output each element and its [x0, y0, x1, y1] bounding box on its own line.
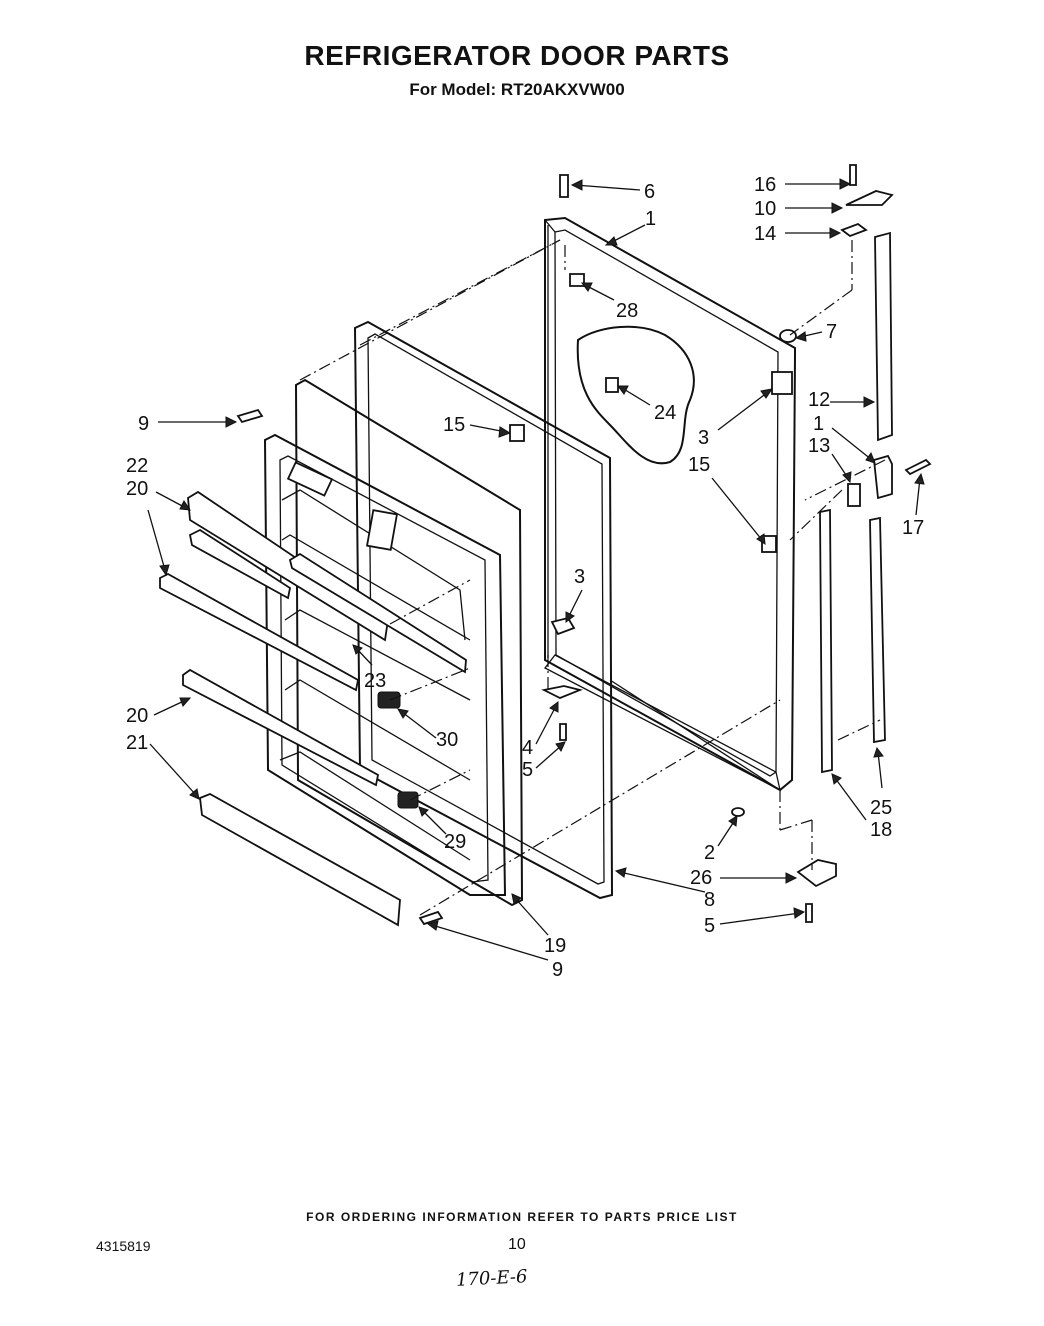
callout-label: 2	[704, 842, 715, 864]
callout-label: 26	[690, 867, 712, 889]
callout-leaders	[147, 178, 925, 961]
callout-label: 15	[688, 454, 710, 476]
callout-label: 20	[126, 705, 148, 727]
shelf-stop-30	[377, 691, 401, 709]
callout-label: 5	[704, 915, 715, 937]
callout-label: 6	[644, 181, 655, 203]
callout-label: 29	[444, 831, 466, 853]
alignment-lines	[299, 239, 886, 916]
callout-label: 12	[808, 389, 830, 411]
door-frame	[544, 216, 796, 792]
callout-label: 5	[522, 759, 533, 781]
shelf-stop-29	[397, 791, 419, 809]
callout-label: 21	[126, 732, 148, 754]
callout-label: 4	[522, 737, 533, 759]
callout-label: 18	[870, 819, 892, 841]
callout-label: 25	[870, 797, 892, 819]
callout-label: 8	[704, 889, 715, 911]
callout-label: 23	[364, 670, 386, 692]
insulation-panel	[576, 325, 695, 465]
callout-label: 16	[754, 174, 776, 196]
page-number: 10	[508, 1236, 526, 1253]
callout-label: 14	[754, 223, 776, 245]
callout-label: 22	[126, 455, 148, 477]
page-title: REFRIGERATOR DOOR PARTS	[304, 40, 730, 71]
callout-label: 3	[698, 427, 709, 449]
callout-label: 9	[138, 413, 149, 435]
callout-label: 1	[645, 208, 656, 230]
callout-label: 9	[552, 959, 563, 981]
callout-label: 19	[544, 935, 566, 957]
door-shelf-rails	[159, 490, 467, 927]
model-subtitle: For Model: RT20AKXVW00	[409, 80, 625, 99]
callout-label: 17	[902, 517, 924, 539]
callout-numbers: 6 1 16 10 14 28 7 24 9 15 3 12 1 13 15 2…	[126, 174, 924, 981]
handwritten-note: 170-E-6	[455, 1266, 528, 1291]
hinge-hardware	[236, 164, 932, 926]
callout-label: 7	[826, 321, 837, 343]
callout-label: 15	[443, 414, 465, 436]
callout-label: 13	[808, 435, 830, 457]
callout-label: 3	[574, 566, 585, 588]
callout-label: 1	[813, 413, 824, 435]
callout-label: 30	[436, 729, 458, 751]
callout-label: 10	[754, 198, 776, 220]
callout-label: 28	[616, 300, 638, 322]
inner-door-liner	[263, 378, 524, 907]
ordering-note: FOR ORDERING INFORMATION REFER TO PARTS …	[306, 1210, 738, 1224]
document-number: 4315819	[96, 1238, 151, 1254]
callout-label: 20	[126, 478, 148, 500]
callout-label: 24	[654, 402, 676, 424]
